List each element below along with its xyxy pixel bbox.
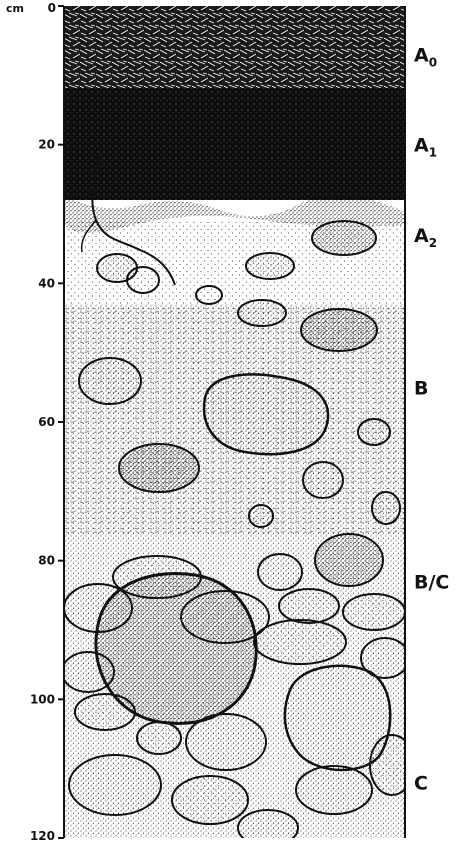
stone (186, 714, 266, 770)
depth-axis: cm 0 20 40 60 80 100 120 (6, 1, 64, 843)
stone (315, 534, 383, 586)
stone (372, 492, 400, 524)
horizon-label-main: B/C (414, 571, 449, 593)
horizon-label-main: A (414, 45, 429, 67)
stone (312, 221, 376, 255)
stone (137, 722, 181, 754)
axis-unit-label: cm (6, 2, 24, 15)
stone (246, 253, 294, 279)
stone (358, 419, 390, 445)
horizon-label-main: A (414, 225, 429, 247)
stone (254, 620, 346, 664)
depth-tick-label: 20 (38, 138, 55, 152)
horizon-label-main: A (414, 135, 429, 157)
stone (238, 810, 298, 843)
horizon-label: C (414, 773, 428, 795)
horizon-label: A1 (414, 135, 437, 160)
stone (301, 309, 377, 351)
horizon-a1-layer (64, 88, 405, 200)
stone (204, 374, 328, 454)
horizon-label: A0 (414, 45, 437, 70)
stone (279, 589, 339, 623)
horizon-label: B/C (414, 571, 449, 593)
horizon-label-main: B (414, 377, 428, 399)
horizon-label: A2 (414, 225, 437, 250)
horizon-label-subscript: 2 (429, 236, 437, 250)
stone (370, 735, 414, 795)
stone (62, 652, 114, 692)
stone (196, 286, 222, 304)
depth-tick-label: 80 (38, 554, 55, 568)
stone (172, 776, 248, 824)
depth-tick-label: 0 (48, 1, 56, 15)
stone (69, 755, 161, 815)
stone (249, 505, 273, 527)
horizon-a0-layer (64, 6, 405, 88)
horizon-label-main: C (414, 773, 428, 795)
horizon-label-subscript: 1 (429, 146, 437, 160)
depth-tick-label: 40 (38, 276, 55, 290)
profile-column (62, 6, 414, 843)
stone (79, 358, 141, 404)
stone (296, 766, 372, 814)
horizon-label-subscript: 0 (429, 56, 437, 70)
stone (258, 554, 302, 590)
stone (303, 462, 343, 498)
horizon-label: B (414, 377, 428, 399)
depth-tick-label: 100 (30, 692, 55, 706)
stone (119, 444, 199, 492)
stone (343, 594, 405, 630)
stone (127, 267, 159, 293)
stone (75, 694, 135, 730)
stone (238, 300, 286, 326)
depth-tick-label: 120 (30, 829, 55, 843)
depth-tick-label: 60 (38, 415, 55, 429)
